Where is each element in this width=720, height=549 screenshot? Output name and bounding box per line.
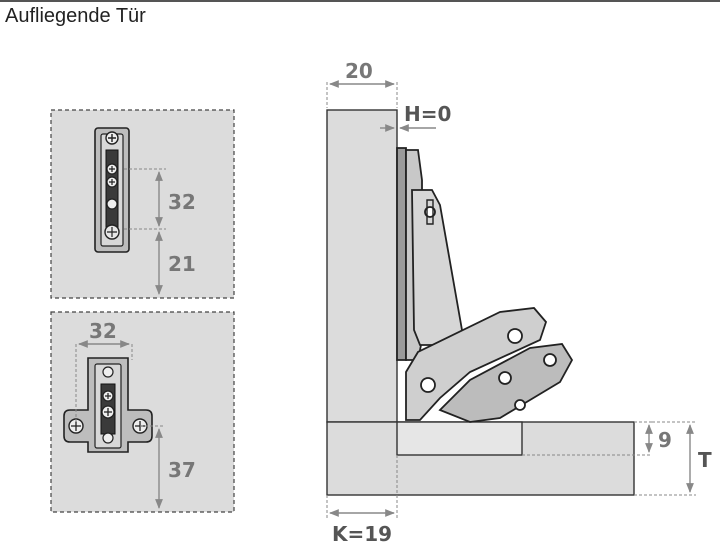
dim-32-cross: 32 <box>75 319 133 422</box>
dim-door-thickness-label: 20 <box>345 59 373 83</box>
dim-k: K=19 <box>326 455 398 546</box>
top-view-panel: 32 21 <box>50 109 235 299</box>
cross-view-panel: 32 37 <box>50 311 235 513</box>
hinge-mechanism <box>396 147 574 423</box>
dim-pitch-label: 32 <box>168 190 196 214</box>
dim-37-cross: 37 <box>140 425 196 509</box>
dim-21-top: 21 <box>155 231 196 295</box>
dim-panel: T <box>634 421 712 496</box>
dim-k-label: K=19 <box>332 522 392 546</box>
side-view: 20 H=0 9 T <box>326 59 712 546</box>
page-title: Aufliegende Tür <box>5 5 146 27</box>
dim-panel-label: T <box>698 448 712 472</box>
dim-edge-label: 21 <box>168 252 196 276</box>
dim-height-label: 37 <box>168 458 196 482</box>
door-panel <box>326 109 398 423</box>
top-rule <box>0 0 720 2</box>
cup-recess <box>396 421 523 456</box>
dim-width-label: 32 <box>89 319 117 343</box>
dim-cup-depth-label: 9 <box>658 428 672 452</box>
dim-32-top: 32 <box>124 168 196 230</box>
cross-plate <box>63 357 153 453</box>
dim-cup-depth: 9 <box>522 421 672 456</box>
dim-door-thickness: 20 <box>326 59 398 108</box>
hinge-arm-top-view <box>94 127 130 253</box>
dim-overlay: H=0 <box>380 102 451 132</box>
dim-overlay-label: H=0 <box>404 102 451 126</box>
